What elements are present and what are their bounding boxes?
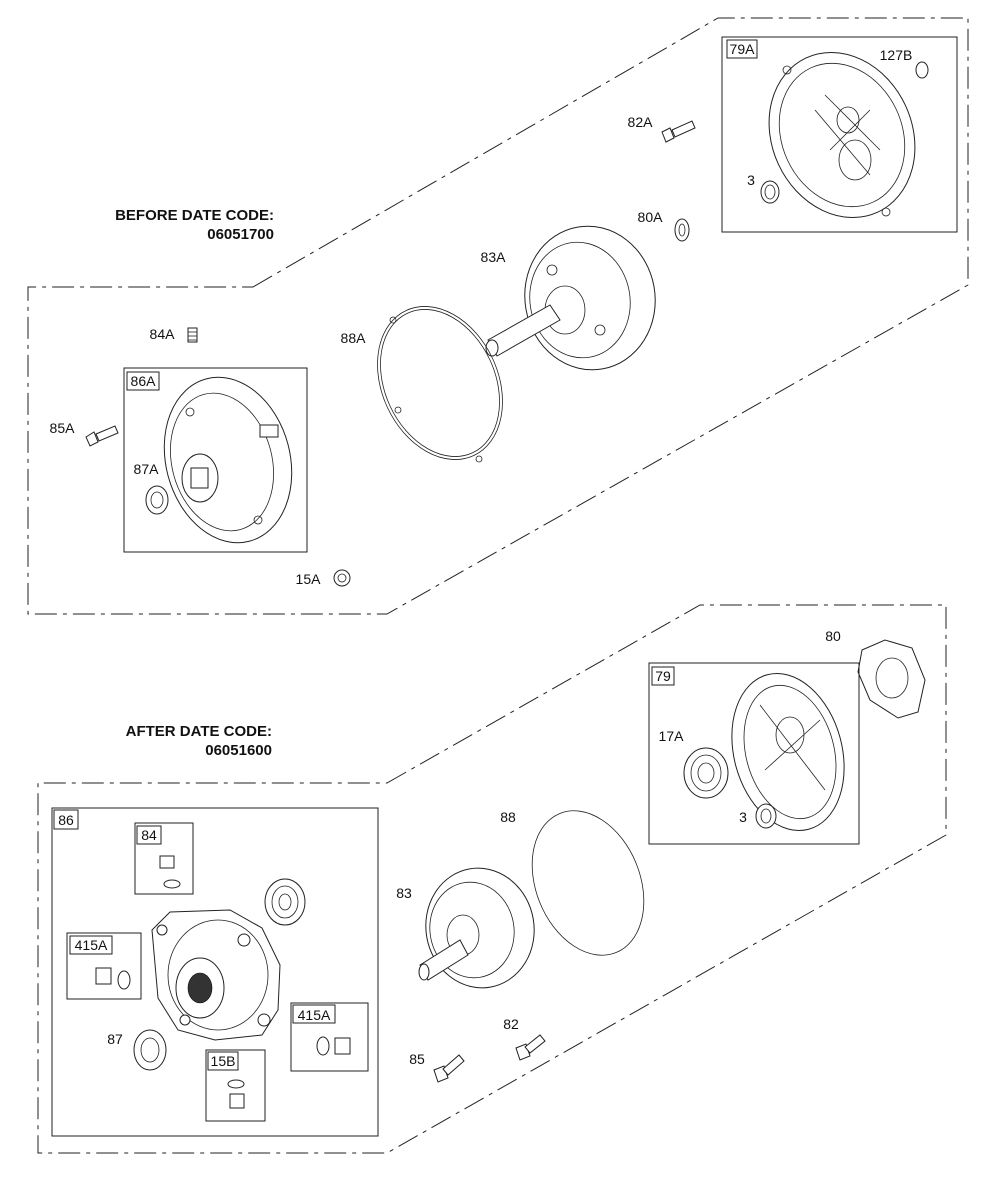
box-79 — [648, 662, 860, 845]
box-415A-left-tag — [69, 935, 113, 955]
after-section-outline — [37, 604, 947, 1154]
bolt-85A — [85, 425, 119, 447]
label-83: 83 — [396, 885, 412, 901]
label-84A: 84A — [150, 326, 176, 342]
label-80: 80 — [825, 628, 841, 644]
before-header-line1: BEFORE DATE CODE: — [115, 207, 274, 224]
box-15B-label: 15B — [211, 1053, 236, 1069]
box-15B — [205, 1049, 266, 1122]
plug-415A-left — [95, 967, 131, 990]
crankcase-cover-79 — [731, 672, 845, 832]
box-415A-right-label: 415A — [298, 1007, 331, 1023]
plug-84 — [159, 855, 181, 889]
drum-83 — [418, 867, 535, 989]
bolt-85 — [433, 1054, 465, 1083]
washer-80A — [674, 218, 690, 242]
label-88A: 88A — [341, 330, 367, 346]
box-86-tag — [53, 809, 79, 830]
label-87A: 87A — [134, 461, 160, 477]
label-88: 88 — [500, 809, 516, 825]
label-82: 82 — [503, 1016, 519, 1032]
gasket-88 — [531, 810, 645, 956]
box-79A-label: 79A — [730, 41, 756, 57]
washer-127B — [915, 61, 929, 79]
sump-cover-86 — [151, 909, 281, 1041]
label-127B: 127B — [880, 47, 913, 63]
seal-87 — [133, 1029, 167, 1071]
box-415A-left — [66, 932, 142, 1000]
box-79-tag — [651, 666, 675, 686]
label-80A: 80A — [638, 209, 664, 225]
label-83A: 83A — [481, 249, 507, 265]
box-415A-right — [290, 1002, 369, 1072]
plug-84A — [187, 327, 198, 343]
label-3-lower: 3 — [739, 809, 747, 825]
before-header-line2: 06051700 — [207, 226, 274, 243]
box-84-label: 84 — [141, 827, 157, 843]
box-79-label: 79 — [655, 668, 671, 684]
after-header-line2: 06051600 — [205, 742, 272, 759]
drum-83A — [485, 225, 656, 371]
bearing-17A — [683, 747, 729, 799]
label-3-upper: 3 — [747, 172, 755, 188]
gasket-88A — [377, 306, 503, 463]
label-82A: 82A — [628, 114, 654, 130]
label-87: 87 — [107, 1031, 123, 1047]
box-15B-tag — [207, 1051, 239, 1071]
label-85: 85 — [409, 1051, 425, 1067]
box-84 — [134, 822, 194, 895]
box-86-label: 86 — [58, 812, 74, 828]
box-86A-label: 86A — [131, 373, 157, 389]
box-79A-tag — [726, 39, 758, 59]
plug-415A-right — [316, 1036, 351, 1056]
bearing-86 — [264, 878, 306, 926]
box-79A — [721, 36, 958, 233]
seal-3-lower — [755, 803, 777, 829]
sump-cover-86A — [163, 376, 293, 544]
before-section-outline — [27, 17, 969, 615]
box-84-tag — [136, 825, 162, 845]
seal-3-upper — [760, 180, 780, 204]
box-86A — [123, 367, 308, 553]
bolt-82 — [515, 1034, 546, 1061]
bolt-82A — [661, 120, 696, 143]
label-17A: 17A — [659, 728, 685, 744]
box-415A-right-tag — [292, 1004, 336, 1024]
label-15A: 15A — [296, 571, 322, 587]
crankcase-cover-79A — [768, 51, 916, 219]
plug-15A — [333, 569, 351, 587]
gasket-80 — [857, 639, 926, 719]
label-85A: 85A — [50, 420, 76, 436]
after-header-line1: AFTER DATE CODE: — [126, 723, 272, 740]
seal-87A — [145, 485, 169, 515]
plug-15B — [227, 1079, 245, 1109]
box-86A-tag — [126, 371, 160, 391]
box-86 — [51, 807, 379, 1137]
box-415A-left-label: 415A — [75, 937, 108, 953]
